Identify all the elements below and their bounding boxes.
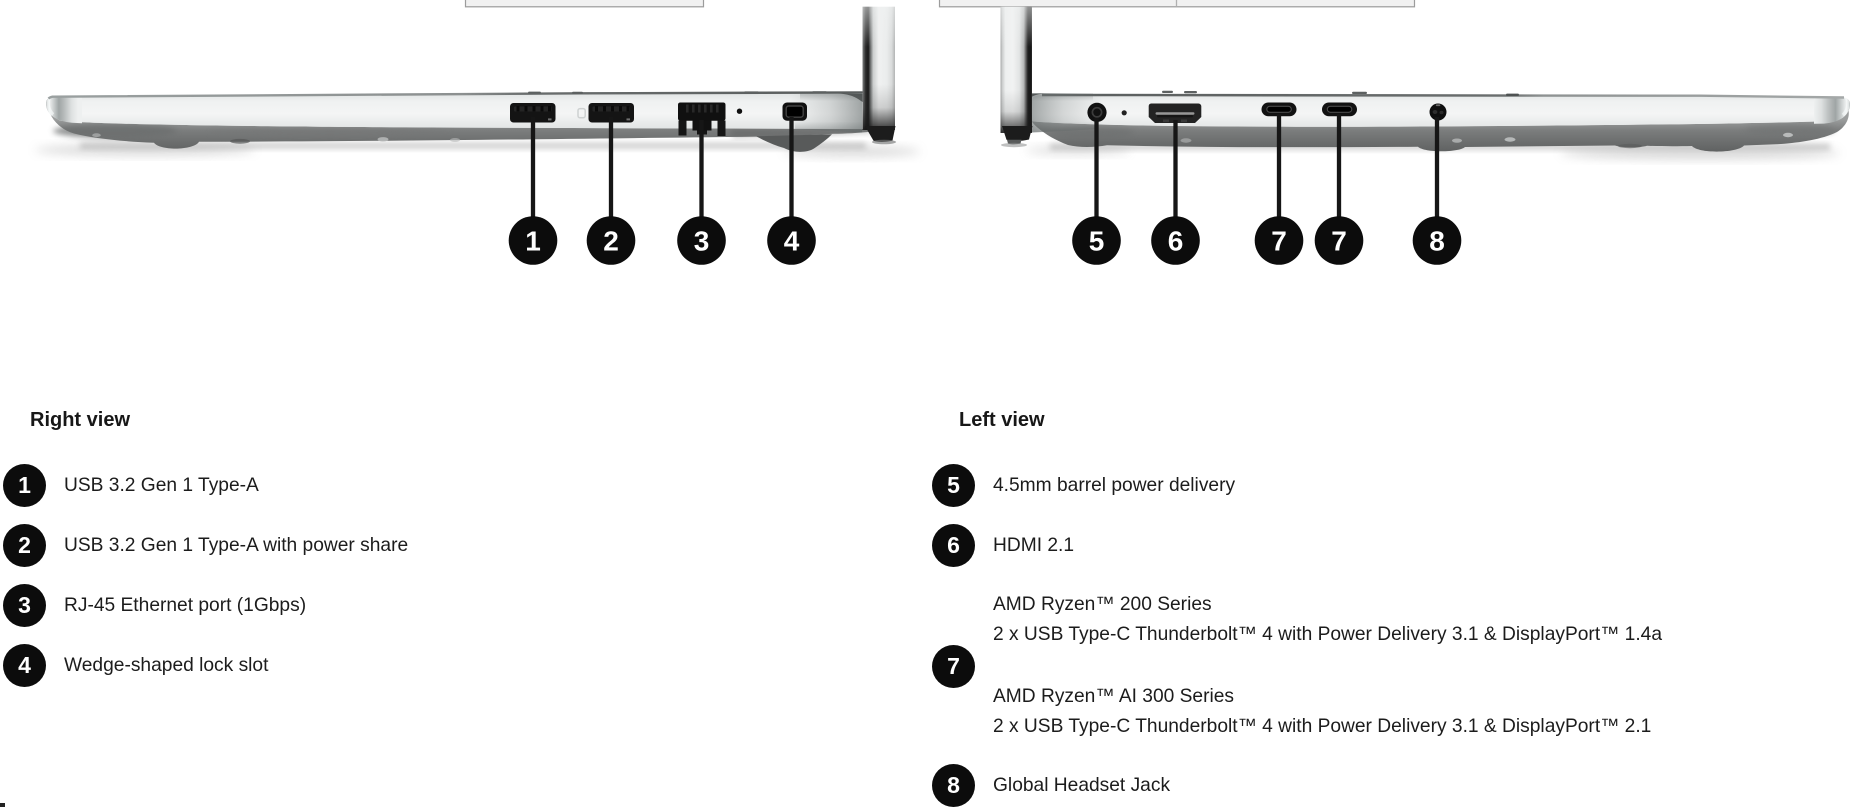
svg-text:2: 2 — [603, 226, 619, 257]
svg-text:4: 4 — [784, 226, 800, 257]
svg-text:6: 6 — [1168, 226, 1184, 257]
svg-text:3: 3 — [694, 226, 710, 257]
svg-text:8: 8 — [1429, 226, 1445, 257]
svg-text:7: 7 — [1271, 226, 1287, 257]
svg-text:1: 1 — [525, 226, 541, 257]
svg-text:7: 7 — [1331, 226, 1347, 257]
svg-text:5: 5 — [1089, 226, 1105, 257]
